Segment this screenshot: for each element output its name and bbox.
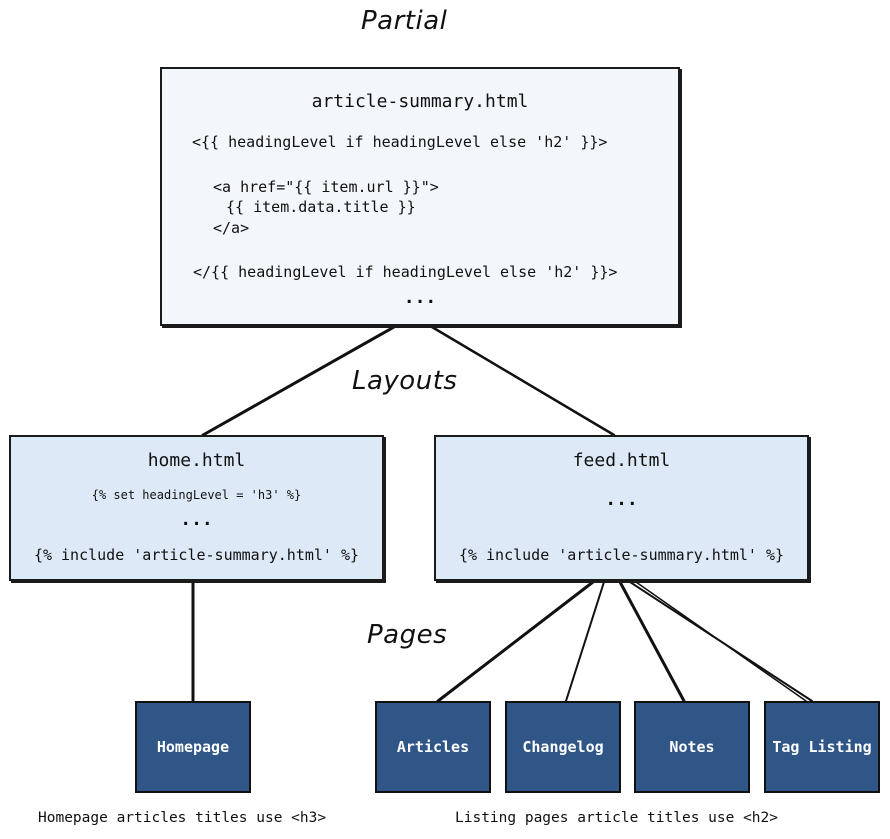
connector-partial-feed: [430, 325, 616, 437]
page-articles-label: Articles: [396, 738, 470, 756]
partial-open-heading-line: <{{ headingLevel if headingLevel else 'h…: [192, 133, 608, 151]
page-articles: Articles: [375, 701, 491, 793]
feed-layout-title: feed.html: [572, 450, 671, 471]
partial-box: article-summary.html <{{ headingLevel if…: [160, 67, 680, 326]
connector-feed-notes: [618, 580, 686, 703]
section-label-pages: Pages: [367, 620, 448, 650]
section-label-layouts: Layouts: [352, 366, 458, 396]
page-tag-listing: Tag Listing: [764, 701, 880, 793]
connector-partial-home: [201, 325, 396, 437]
partial-anchor-close-line: </a>: [213, 219, 250, 237]
page-homepage-label: Homepage: [156, 738, 230, 756]
page-tag-listing-label: Tag Listing: [772, 738, 872, 756]
partial-anchor-open-line: <a href="{{ item.url }}">: [213, 178, 439, 196]
home-ellipsis: ...: [180, 509, 213, 530]
caption-listing: Listing pages article titles use <h2>: [455, 810, 779, 826]
partial-close-heading-line: </{{ headingLevel if headingLevel else '…: [193, 263, 618, 281]
partial-ellipsis: ...: [403, 287, 437, 308]
page-notes: Notes: [634, 701, 750, 793]
connector-feed-articles: [436, 580, 595, 703]
feed-include-line: {% include 'article-summary.html' %}: [458, 546, 785, 564]
feed-layout-box: feed.html ... {% include 'article-summar…: [434, 435, 809, 581]
home-include-line: {% include 'article-summary.html' %}: [33, 546, 360, 564]
partial-title: article-summary.html: [311, 91, 529, 112]
page-changelog-label: Changelog: [522, 738, 604, 756]
caption-homepage: Homepage articles titles use <h3>: [38, 810, 327, 826]
home-layout-box: home.html {% set headingLevel = 'h3' %} …: [9, 435, 384, 581]
home-set-line: {% set headingLevel = 'h3' %}: [91, 488, 302, 502]
section-label-partial: Partial: [361, 6, 448, 36]
connector-feed-changelog: [565, 581, 605, 702]
home-layout-title: home.html: [147, 450, 246, 471]
page-changelog: Changelog: [505, 701, 621, 793]
page-notes-label: Notes: [669, 738, 715, 756]
partial-title-line: {{ item.data.title }}: [217, 198, 416, 216]
connector-feed-tag-listing-2: [635, 581, 807, 702]
page-homepage: Homepage: [135, 701, 251, 793]
feed-ellipsis: ...: [605, 489, 638, 510]
